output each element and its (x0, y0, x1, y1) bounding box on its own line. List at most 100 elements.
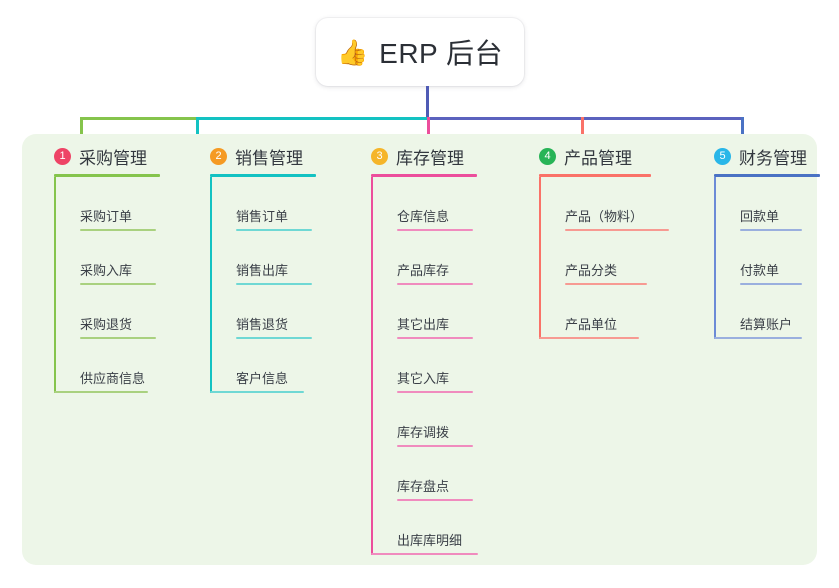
leaf-spine-4 (539, 177, 541, 339)
branch-column-1: 1 采购管理 采购订单 采购入库 采购退货 供应商信息 (40, 143, 188, 393)
leaf-label: 销售订单 (236, 209, 289, 224)
bus-segment-indigo (427, 117, 744, 120)
branch-title-4: 产品管理 (564, 148, 632, 168)
leaf-label: 客户信息 (236, 371, 289, 386)
drop-connector-col1 (80, 117, 83, 145)
leaf-list-3: 仓库信息 产品库存 其它出库 其它入库 库存调拨 库存盘点 (371, 177, 507, 555)
leaf-spine-1 (54, 177, 56, 393)
branch-title-1: 采购管理 (79, 148, 147, 168)
leaf-rule (397, 499, 473, 501)
leaf-item[interactable]: 库存调拨 (371, 393, 507, 447)
branch-title-3: 库存管理 (396, 148, 464, 168)
leaf-item[interactable]: 采购订单 (54, 177, 188, 231)
leaf-label: 回款单 (740, 209, 780, 224)
leaf-item[interactable]: 产品库存 (371, 231, 507, 285)
branch-rule-2 (210, 174, 316, 177)
leaf-spine-3 (371, 177, 373, 555)
root-node-title: ERP 后台 (379, 38, 503, 69)
branch-rule-5 (714, 174, 820, 177)
leaf-label: 采购退货 (80, 317, 133, 332)
leaf-label: 其它入库 (397, 371, 450, 386)
leaf-item[interactable]: 结算账户 (714, 285, 839, 339)
branch-badge-5: 5 (714, 147, 731, 165)
leaf-rule (210, 391, 304, 393)
leaf-item[interactable]: 供应商信息 (54, 339, 188, 393)
root-node-card[interactable]: 👍 ERP 后台 (316, 18, 524, 86)
leaf-spine-5 (714, 177, 716, 339)
leaf-rule (539, 337, 639, 339)
leaf-rule (80, 283, 156, 285)
leaf-rule (80, 337, 156, 339)
drop-connector-col3 (427, 117, 430, 145)
drop-connector-col2 (196, 117, 199, 145)
leaf-label: 库存调拨 (397, 425, 450, 440)
leaf-item[interactable]: 其它入库 (371, 339, 507, 393)
branch-badge-4: 4 (539, 147, 556, 165)
leaf-label: 付款单 (740, 263, 780, 278)
leaf-list-1: 采购订单 采购入库 采购退货 供应商信息 (54, 177, 188, 393)
branch-header-2[interactable]: 2 销售管理 (196, 143, 344, 169)
leaf-rule (565, 229, 669, 231)
leaf-label: 产品单位 (565, 317, 618, 332)
leaf-label: 其它出库 (397, 317, 450, 332)
leaf-item[interactable]: 销售出库 (210, 231, 344, 285)
branch-title-2: 销售管理 (235, 148, 303, 168)
branch-column-3: 3 库存管理 仓库信息 产品库存 其它出库 其它入库 库存调拨 (357, 143, 507, 555)
leaf-item[interactable]: 采购退货 (54, 285, 188, 339)
leaf-rule (236, 229, 312, 231)
branch-header-3[interactable]: 3 库存管理 (357, 143, 507, 169)
drop-connector-col5 (741, 117, 744, 145)
leaf-item[interactable]: 产品（物料） (539, 177, 685, 231)
leaf-label: 出库库明细 (397, 533, 463, 548)
leaf-item[interactable]: 回款单 (714, 177, 839, 231)
bus-segment-teal (196, 117, 429, 120)
leaf-label: 供应商信息 (80, 371, 146, 386)
thumbs-up-icon: 👍 (337, 37, 369, 67)
leaf-item[interactable]: 付款单 (714, 231, 839, 285)
leaf-rule (397, 337, 473, 339)
leaf-rule (236, 283, 312, 285)
branch-badge-1: 1 (54, 147, 71, 165)
leaf-item[interactable]: 出库库明细 (371, 501, 507, 555)
leaf-list-4: 产品（物料） 产品分类 产品单位 (539, 177, 685, 339)
leaf-rule (54, 391, 148, 393)
branch-rule-3 (371, 174, 477, 177)
leaf-label: 产品（物料） (565, 209, 644, 224)
branch-header-5[interactable]: 5 财务管理 (700, 143, 839, 169)
branch-rule-1 (54, 174, 160, 177)
leaf-item[interactable]: 采购入库 (54, 231, 188, 285)
leaf-label: 销售出库 (236, 263, 289, 278)
branch-panel-background (22, 134, 817, 565)
leaf-rule (236, 337, 312, 339)
leaf-item[interactable]: 销售订单 (210, 177, 344, 231)
root-node-content: 👍 ERP 后台 (337, 32, 503, 72)
leaf-rule (397, 229, 473, 231)
leaf-label: 产品库存 (397, 263, 450, 278)
leaf-rule (397, 445, 473, 447)
leaf-item[interactable]: 产品单位 (539, 285, 685, 339)
leaf-rule (565, 283, 647, 285)
leaf-item[interactable]: 销售退货 (210, 285, 344, 339)
branch-header-1[interactable]: 1 采购管理 (40, 143, 188, 169)
leaf-label: 采购订单 (80, 209, 133, 224)
leaf-item[interactable]: 仓库信息 (371, 177, 507, 231)
leaf-item[interactable]: 其它出库 (371, 285, 507, 339)
leaf-label: 采购入库 (80, 263, 133, 278)
branch-column-5: 5 财务管理 回款单 付款单 结算账户 (700, 143, 839, 339)
leaf-rule (397, 283, 473, 285)
leaf-label: 产品分类 (565, 263, 618, 278)
branch-header-4[interactable]: 4 产品管理 (525, 143, 685, 169)
leaf-label: 库存盘点 (397, 479, 450, 494)
leaf-item[interactable]: 产品分类 (539, 231, 685, 285)
leaf-item[interactable]: 库存盘点 (371, 447, 507, 501)
leaf-list-5: 回款单 付款单 结算账户 (714, 177, 839, 339)
leaf-label: 仓库信息 (397, 209, 450, 224)
leaf-rule (371, 553, 478, 555)
leaf-label: 结算账户 (740, 317, 793, 332)
drop-connector-col4 (581, 117, 584, 145)
branch-title-5: 财务管理 (739, 148, 807, 168)
leaf-item[interactable]: 客户信息 (210, 339, 344, 393)
branch-column-2: 2 销售管理 销售订单 销售出库 销售退货 客户信息 (196, 143, 344, 393)
leaf-rule (80, 229, 156, 231)
leaf-rule (740, 229, 802, 231)
